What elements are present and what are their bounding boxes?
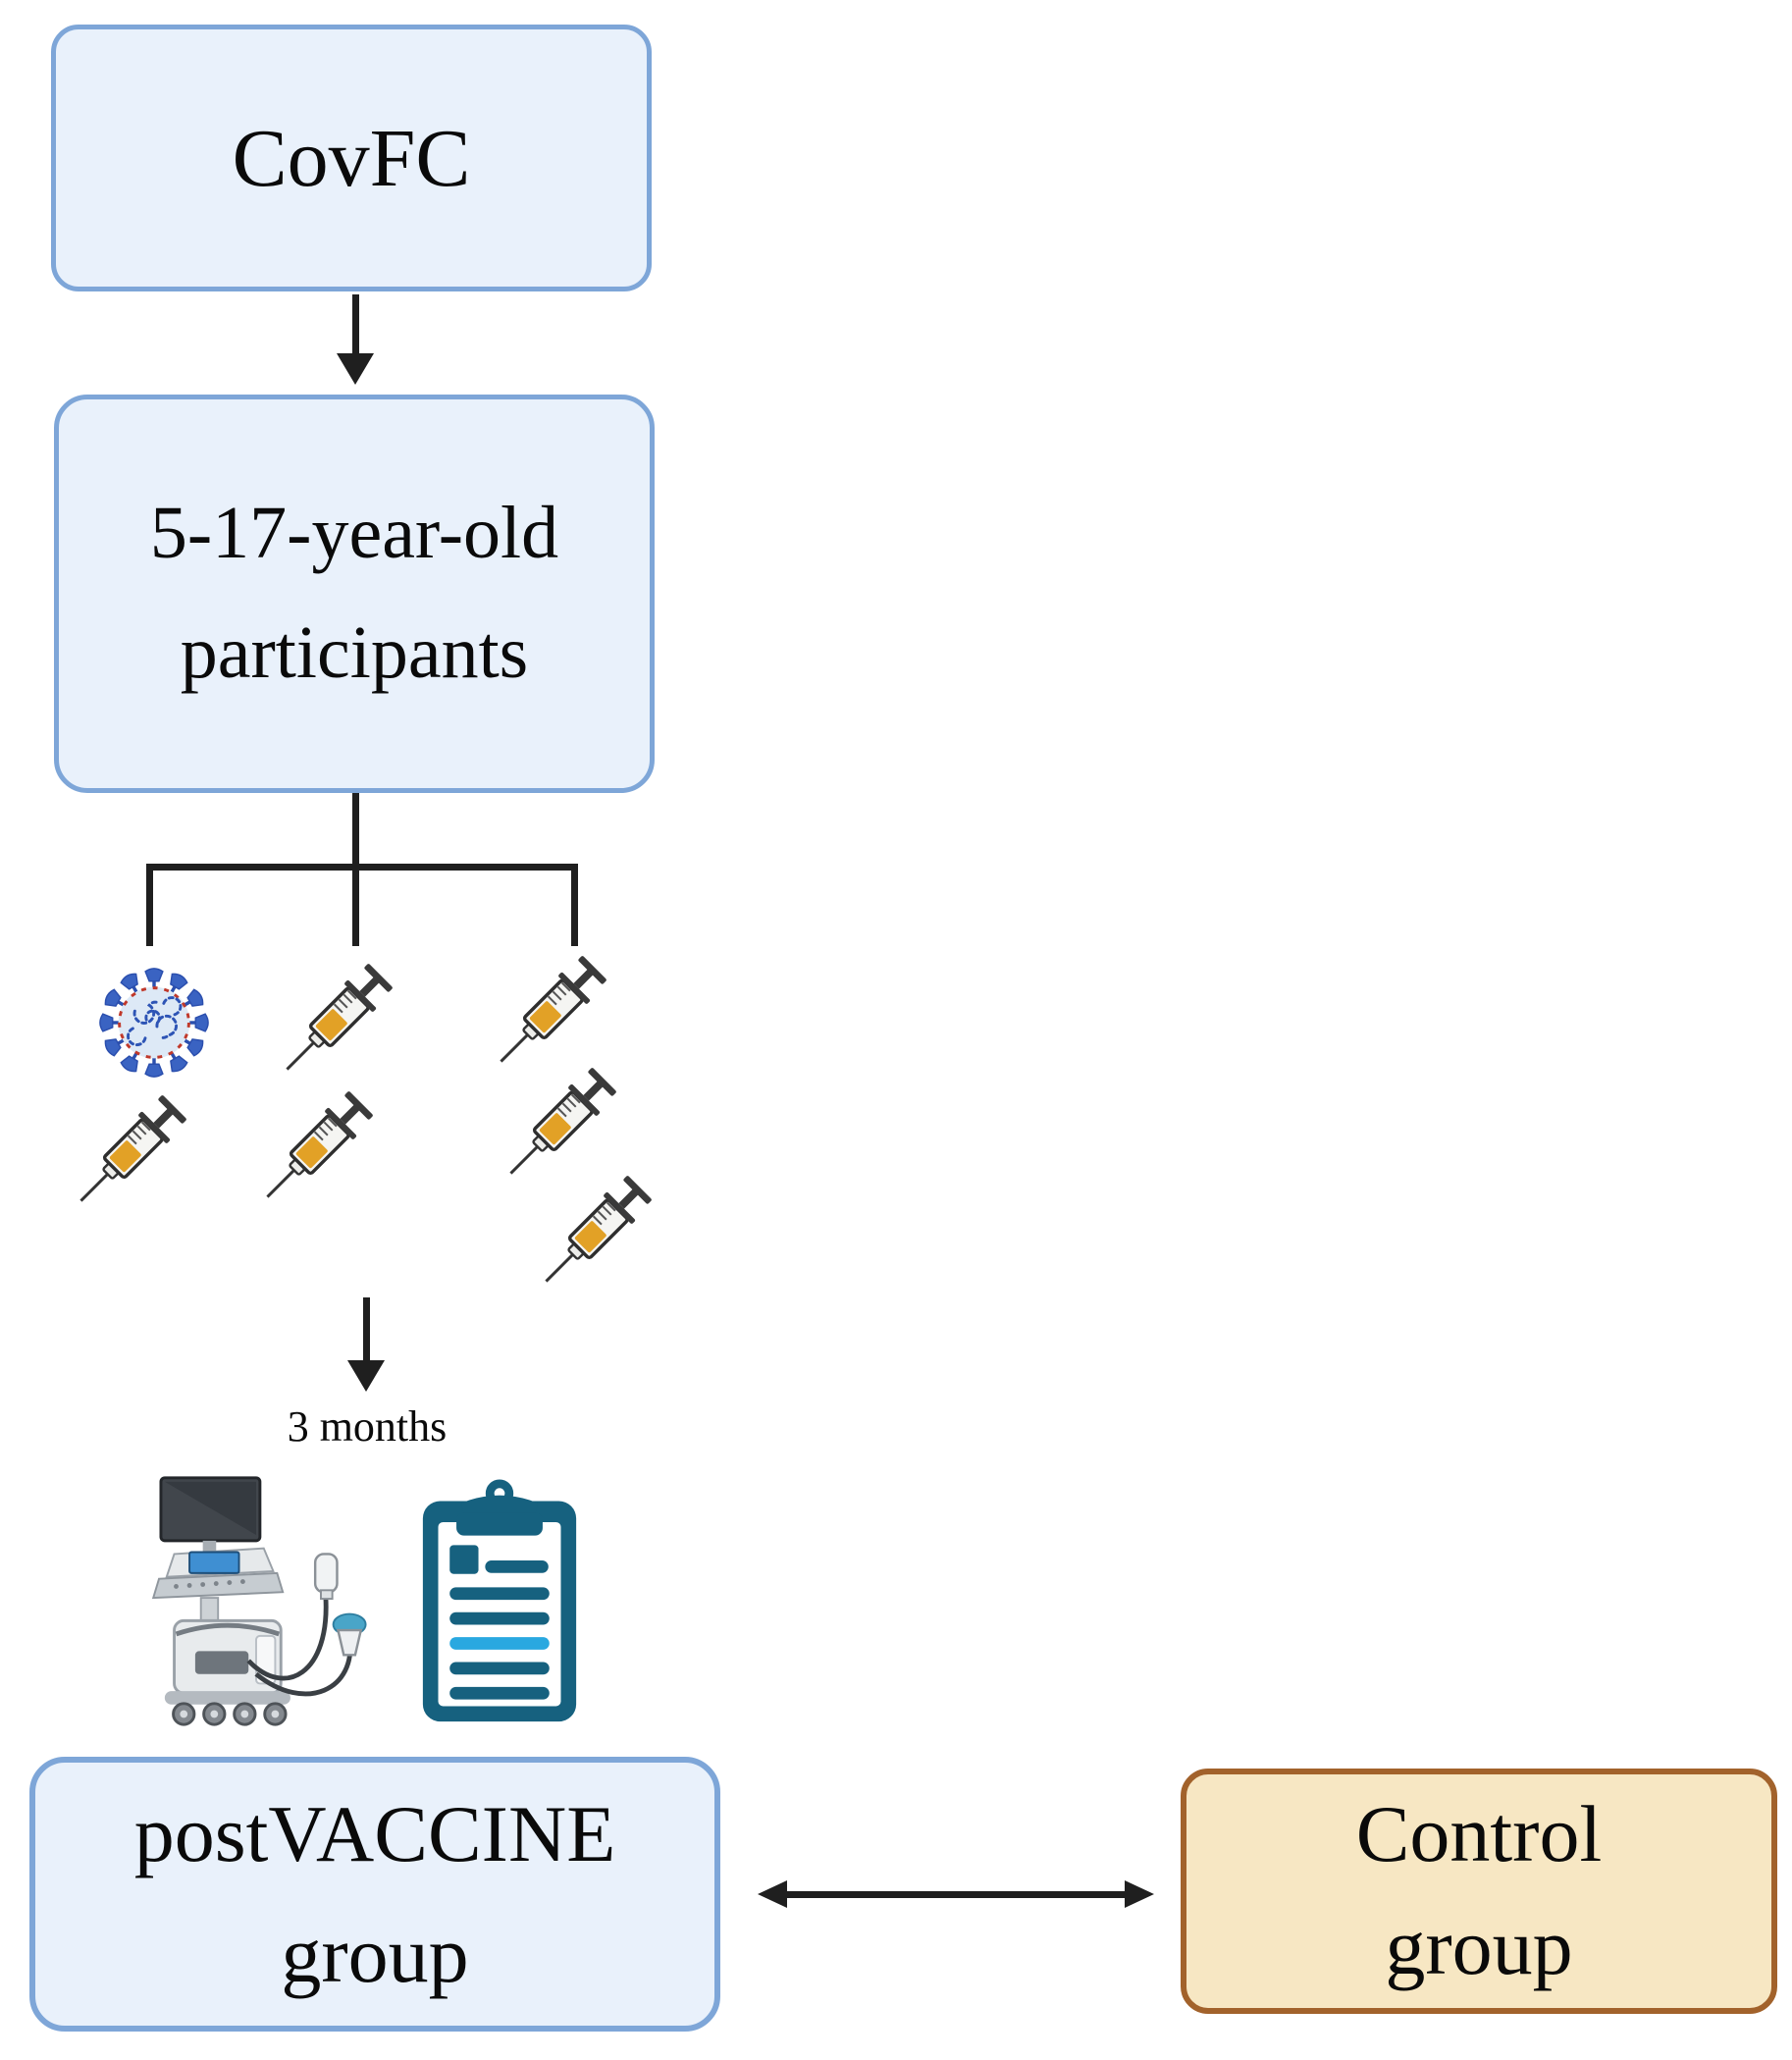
branch-left-drop-line xyxy=(146,864,153,946)
syringe-icon xyxy=(263,948,408,1093)
compare-arrow-left-head xyxy=(758,1880,787,1908)
followup-label: 3 months xyxy=(287,1402,448,1451)
node-participants-label-line1: 5-17-year-old xyxy=(149,492,559,575)
node-participants-label-line2: participants xyxy=(180,611,529,694)
arrow-followup-line xyxy=(363,1297,370,1362)
ultrasound-machine-icon xyxy=(139,1472,373,1729)
node-postvaccine-label-line1: postVACCINE xyxy=(133,1789,616,1878)
node-control-label-line2: group xyxy=(1385,1902,1573,1991)
arrow-covfc-to-participants-head xyxy=(337,353,374,385)
virus-icon xyxy=(96,958,212,1087)
clipboard-icon xyxy=(418,1476,581,1729)
node-control-group: Control group xyxy=(1181,1769,1777,2014)
syringe-icon xyxy=(57,1080,202,1225)
compare-arrow-right-head xyxy=(1125,1880,1154,1908)
node-control-label-line1: Control xyxy=(1355,1789,1603,1879)
syringe-icon xyxy=(522,1160,667,1305)
node-covfc: CovFC xyxy=(51,25,652,291)
node-covfc-label: CovFC xyxy=(232,112,471,204)
branch-right-drop-line xyxy=(571,864,578,946)
node-participants: 5-17-year-old participants xyxy=(54,395,655,793)
compare-arrow-line xyxy=(785,1891,1127,1898)
syringe-icon xyxy=(243,1076,389,1221)
node-postvaccine-group: postVACCINE group xyxy=(29,1757,720,2032)
arrow-covfc-to-participants-line xyxy=(352,294,359,355)
branch-horizontal-line xyxy=(146,864,578,871)
node-postvaccine-label-line2: group xyxy=(281,1910,469,1999)
arrow-followup-head xyxy=(347,1360,385,1392)
